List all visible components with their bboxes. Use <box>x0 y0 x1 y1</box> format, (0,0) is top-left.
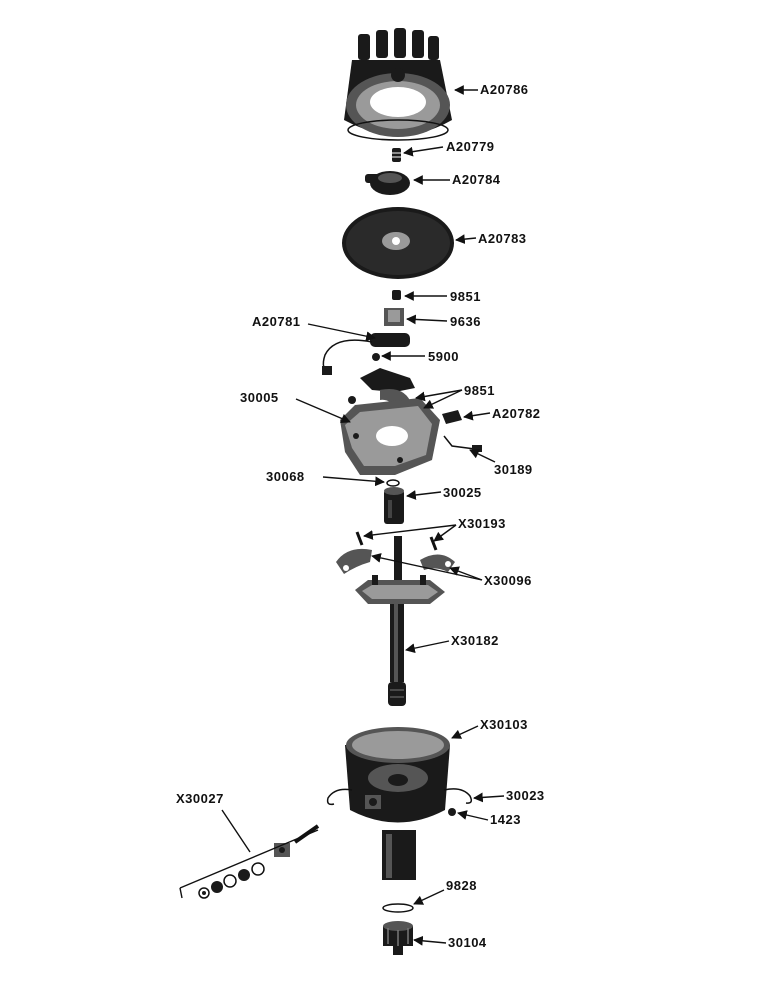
distributor-housing <box>326 727 473 880</box>
dust-shield-disc <box>342 207 454 279</box>
label-30005: 30005 <box>240 390 279 405</box>
label-x30103: X30103 <box>480 717 528 732</box>
label-30068: 30068 <box>266 469 305 484</box>
part-labels: A20786 A20779 A20784 A20783 9851 9636 A2… <box>176 82 545 950</box>
label-x30096: X30096 <box>484 573 532 588</box>
distributor-cap <box>344 28 452 141</box>
breaker-cam <box>384 487 404 524</box>
label-x30027: X30027 <box>176 791 224 806</box>
label-9851-upper: 9851 <box>450 289 481 304</box>
label-9851-lower: 9851 <box>464 383 495 398</box>
label-a20783: A20783 <box>478 231 527 246</box>
label-30025: 30025 <box>443 485 482 500</box>
label-x30182: X30182 <box>451 633 499 648</box>
label-x30193: X30193 <box>458 516 506 531</box>
advance-springs <box>355 531 438 551</box>
drive-gear <box>383 921 413 955</box>
label-1423: 1423 <box>490 812 521 827</box>
screw-upper <box>392 290 401 300</box>
carbon-brush-spring <box>392 148 401 162</box>
advance-weights <box>336 548 455 574</box>
label-a20786: A20786 <box>480 82 529 97</box>
thrust-washer <box>382 903 414 913</box>
label-a20781: A20781 <box>252 314 301 329</box>
rotor <box>365 171 410 195</box>
felt-washer <box>386 479 400 487</box>
condenser <box>322 333 410 375</box>
terminal-clip <box>384 308 404 326</box>
label-9636: 9636 <box>450 314 481 329</box>
breaker-plate <box>340 398 440 475</box>
housing-screw <box>448 808 456 816</box>
label-5900: 5900 <box>428 349 459 364</box>
label-30023: 30023 <box>506 788 545 803</box>
label-30104: 30104 <box>448 935 487 950</box>
primary-terminal-clip <box>442 410 462 424</box>
label-9828: 9828 <box>446 878 477 893</box>
distributor-shaft <box>355 536 445 706</box>
label-a20782: A20782 <box>492 406 541 421</box>
ground-lead <box>443 435 482 452</box>
label-a20784: A20784 <box>452 172 501 187</box>
screw-5900 <box>372 353 380 361</box>
label-30189: 30189 <box>494 462 533 477</box>
label-a20779: A20779 <box>446 139 495 154</box>
leader-lines <box>179 85 505 946</box>
